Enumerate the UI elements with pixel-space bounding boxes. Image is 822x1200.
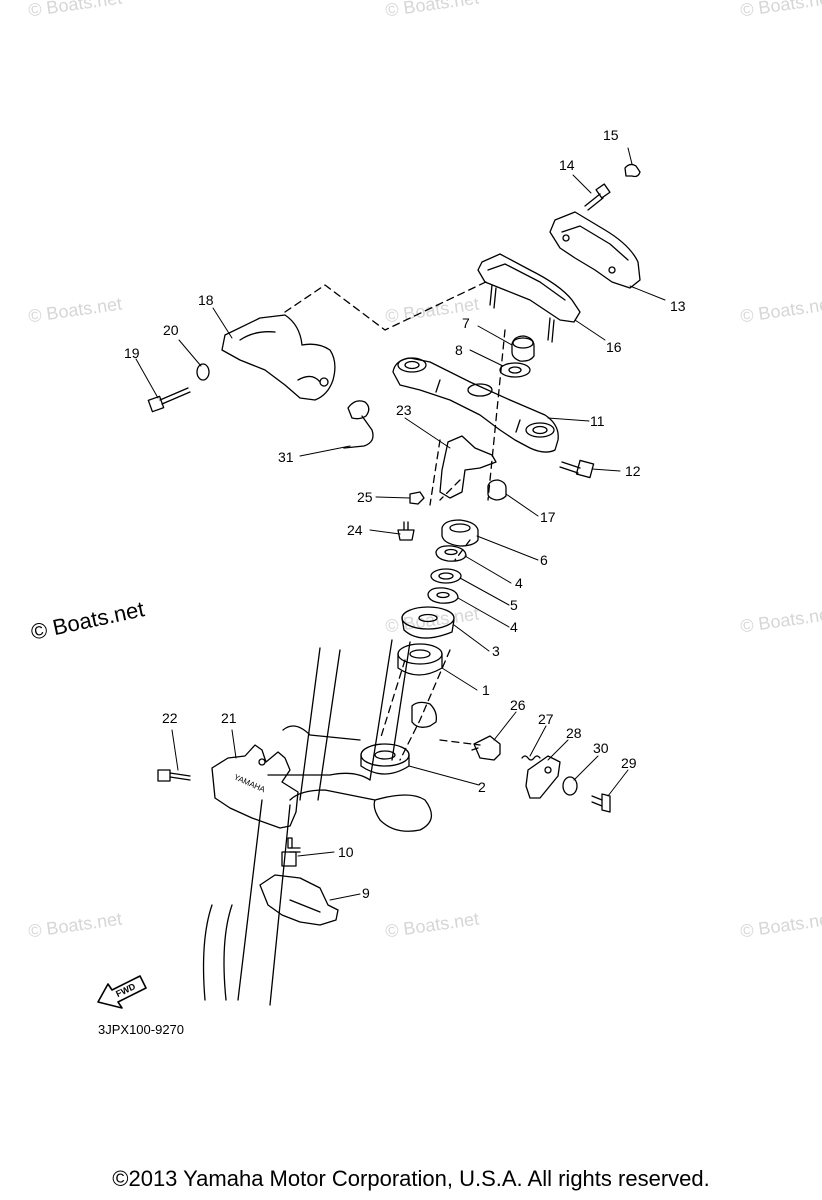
callout-7: 7	[462, 315, 470, 331]
handlebar-holder-lower	[477, 253, 581, 343]
lower-bracket-part-21	[211, 744, 299, 829]
bearing-part-2	[360, 743, 410, 775]
bracket-part-23	[439, 435, 497, 499]
washer-part-8	[499, 362, 531, 378]
bolt-part-22	[157, 769, 191, 782]
callout-28: 28	[566, 725, 582, 741]
washer-part-30	[562, 776, 578, 796]
callout-9: 9	[362, 885, 370, 901]
bolt-part-19	[147, 387, 191, 413]
bolt-part-10	[281, 837, 301, 867]
callout-18: 18	[198, 292, 214, 308]
callout-1: 1	[482, 682, 490, 698]
lock-washer-part-5	[430, 568, 462, 584]
bolt-part-12	[559, 459, 595, 479]
ring-nut-part-6	[441, 519, 479, 547]
fwd-label: FWD	[114, 981, 137, 999]
leader-lines	[135, 147, 666, 901]
callout-24: 24	[347, 522, 363, 538]
forward-arrow-icon	[97, 975, 147, 1009]
callout-10: 10	[338, 844, 354, 860]
cap-part-15	[624, 163, 641, 178]
callout-22: 22	[162, 710, 178, 726]
callout-30: 30	[593, 740, 609, 756]
cover-part-18	[221, 314, 336, 401]
callout-11: 11	[590, 413, 605, 429]
callout-6: 6	[540, 552, 548, 568]
callout-12: 12	[625, 463, 641, 479]
callout-16: 16	[606, 339, 622, 355]
callout-5: 5	[510, 597, 518, 613]
callout-19: 19	[124, 345, 140, 361]
callout-26: 26	[510, 697, 526, 713]
callout-4-upper: 4	[515, 575, 523, 591]
diagram-code: 3JPX100-9270	[98, 1022, 185, 1037]
callout-31: 31	[278, 449, 294, 465]
bolt-part-24	[397, 521, 415, 541]
collar-part-26	[471, 735, 501, 761]
upper-bracket	[392, 357, 559, 453]
callout-2: 2	[478, 779, 486, 795]
nut-part-17	[487, 479, 507, 501]
callout-3: 3	[492, 643, 500, 659]
bracket-part-9	[259, 874, 339, 926]
bolt-part-14	[584, 183, 611, 211]
callout-8: 8	[455, 342, 463, 358]
callout-15: 15	[603, 127, 619, 143]
bearing-cover-part-3	[401, 606, 455, 639]
callout-17: 17	[540, 509, 556, 525]
callout-23: 23	[396, 402, 412, 418]
steering-stem	[411, 701, 438, 728]
screw-part-29	[591, 793, 611, 813]
callout-29: 29	[621, 755, 637, 771]
callout-27: 27	[538, 711, 554, 727]
assembly-guide-lines	[284, 279, 506, 761]
callout-21: 21	[221, 710, 237, 726]
washer-part-4-lower	[427, 587, 459, 604]
callout-20: 20	[163, 322, 179, 338]
callout-14: 14	[559, 157, 575, 173]
washer-part-4-upper	[435, 545, 467, 562]
spring-part-27	[521, 755, 541, 761]
yamaha-brand-mark: YAMAHA	[233, 773, 268, 795]
handlebar-holder-upper	[549, 211, 641, 289]
callout-13: 13	[670, 298, 686, 314]
callout-25: 25	[357, 489, 373, 505]
clip-part-31	[343, 400, 374, 449]
copyright-notice: ©2013 Yamaha Motor Corporation, U.S.A. A…	[112, 1166, 710, 1191]
callout-4-lower: 4	[510, 619, 518, 635]
nut-part-7	[511, 335, 535, 362]
nut-part-25	[409, 491, 425, 505]
plate-part-28	[525, 755, 561, 799]
fork-tubes	[202, 639, 432, 1006]
washer-part-20	[196, 363, 210, 381]
